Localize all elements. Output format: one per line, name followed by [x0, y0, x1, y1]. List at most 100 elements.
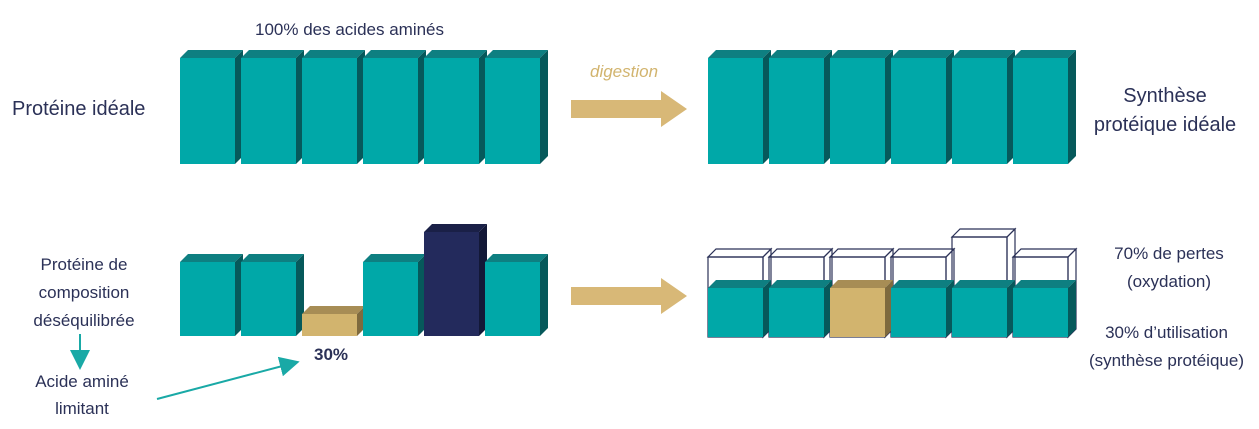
limiting-amino-acid-line2: limitant — [55, 399, 109, 418]
utilisation-block-6 — [1013, 280, 1076, 337]
ideal-protein-block-3-top — [302, 50, 365, 58]
digestion-arrow-top — [571, 91, 687, 127]
ideal-protein-block-4-front — [363, 58, 418, 164]
ideal-synthesis-block-1-front — [708, 58, 763, 164]
utilisation-block-6-front — [1013, 288, 1068, 337]
percent-label: 30% — [314, 345, 349, 364]
limiting-amino-acid-label: Acide aminé limitant — [12, 368, 152, 422]
unbalanced-block-3-top — [302, 306, 365, 314]
utilisation-label: 30% d’utilisation (synthèse protéique) — [1074, 319, 1259, 375]
ideal-protein-block-2 — [241, 50, 304, 164]
ideal-synthesis-block-6 — [1013, 50, 1076, 164]
ideal-protein-block-2-top — [241, 50, 304, 58]
unbalanced-protein-line3: déséquilibrée — [33, 311, 135, 330]
ideal-protein-block-6-top — [485, 50, 548, 58]
ideal-synthesis-block-2-top — [769, 50, 832, 58]
unbalanced-block-6 — [485, 254, 548, 336]
blocks-layer — [180, 50, 1078, 339]
ideal-synthesis-block-6-front — [1013, 58, 1068, 164]
loss-outline-block-2-top — [767, 248, 834, 258]
unbalanced-block-3 — [302, 306, 365, 336]
unbalanced-protein-label: Protéine de composition déséquilibrée — [14, 251, 154, 335]
ideal-synthesis-block-3-top — [830, 50, 893, 58]
unbalanced-block-1-front — [180, 262, 235, 336]
utilisation-block-1-front — [708, 288, 763, 337]
ideal-synthesis-block-4 — [891, 50, 954, 164]
ideal-protein-block-5-top — [424, 50, 487, 58]
ideal-protein-block-1 — [180, 50, 243, 164]
ideal-protein-block-6 — [485, 50, 548, 164]
digestion-label: digestion — [590, 62, 659, 81]
utilisation-block-4-top — [891, 280, 954, 288]
unbalanced-block-4 — [363, 254, 426, 336]
loss-outline-block-4-top — [889, 248, 956, 258]
ideal-synthesis-line2: protéique idéale — [1093, 114, 1237, 136]
ideal-synthesis-block-6-top — [1013, 50, 1076, 58]
utilisation-block-1-top — [708, 280, 771, 288]
utilisation-block-3 — [830, 280, 893, 337]
utilisation-block-4 — [891, 280, 954, 337]
loss-outline-block-6-top — [1011, 248, 1078, 258]
ideal-synthesis-block-4-front — [891, 58, 946, 164]
unbalanced-block-5-front — [424, 232, 479, 336]
utilisation-block-3-front — [830, 288, 885, 337]
losses-label: 70% de pertes (oxydation) — [1094, 240, 1244, 296]
ideal-synthesis-block-5-front — [952, 58, 1007, 164]
limiting-amino-acid-line1: Acide aminé — [35, 372, 129, 391]
ideal-protein-block-4 — [363, 50, 426, 164]
unbalanced-block-5 — [424, 224, 487, 336]
unbalanced-block-1 — [180, 254, 243, 336]
unbalanced-block-6-side — [540, 254, 548, 336]
ideal-protein-block-5 — [424, 50, 487, 164]
arrows-layer — [70, 91, 687, 400]
utilisation-block-5 — [952, 280, 1015, 337]
ideal-synthesis-block-3-front — [830, 58, 885, 164]
utilisation-block-3-top — [830, 280, 893, 288]
ideal-synthesis-block-4-top — [891, 50, 954, 58]
utilisation-block-6-top — [1013, 280, 1076, 288]
losses-line1: 70% de pertes — [1114, 244, 1224, 263]
utilisation-block-1 — [708, 280, 771, 337]
ideal-protein-block-3 — [302, 50, 365, 164]
pointer-arrow-to-limiting-block — [156, 356, 300, 400]
ideal-synthesis-block-2 — [769, 50, 832, 164]
utilisation-block-6-side — [1068, 280, 1076, 337]
unbalanced-protein-line1: Protéine de — [40, 255, 128, 274]
utilisation-line2: (synthèse protéique) — [1089, 351, 1244, 370]
ideal-protein-block-1-top — [180, 50, 243, 58]
unbalanced-block-6-front — [485, 262, 540, 336]
ideal-synthesis-block-2-front — [769, 58, 824, 164]
ideal-protein-block-5-front — [424, 58, 479, 164]
utilisation-block-2-top — [769, 280, 832, 288]
ideal-synthesis-label: Synthèse protéique idéale — [1080, 82, 1250, 140]
ideal-synthesis-block-1 — [708, 50, 771, 164]
ideal-protein-block-4-top — [363, 50, 426, 58]
losses-line2: (oxydation) — [1126, 272, 1212, 291]
ideal-synthesis-block-3 — [830, 50, 893, 164]
utilisation-block-2-front — [769, 288, 824, 337]
utilisation-block-5-top — [952, 280, 1015, 288]
digestion-arrow-bottom — [571, 278, 687, 314]
unbalanced-block-5-top — [424, 224, 487, 232]
ideal-synthesis-block-5-top — [952, 50, 1015, 58]
ideal-protein-block-6-side — [540, 50, 548, 164]
unbalanced-block-2 — [241, 254, 304, 336]
unbalanced-block-4-top — [363, 254, 426, 262]
ideal-protein-label: Protéine idéale — [12, 98, 146, 120]
loss-outline-block-3-top — [828, 248, 895, 258]
loss-outline-block-1-top — [706, 248, 773, 258]
ideal-protein-block-1-front — [180, 58, 235, 164]
ideal-synthesis-block-5 — [952, 50, 1015, 164]
ideal-synthesis-block-6-side — [1068, 50, 1076, 164]
unbalanced-block-2-front — [241, 262, 296, 336]
ideal-protein-block-6-front — [485, 58, 540, 164]
unbalanced-block-2-top — [241, 254, 304, 262]
utilisation-block-5-front — [952, 288, 1007, 337]
unbalanced-block-4-front — [363, 262, 418, 336]
utilisation-block-4-front — [891, 288, 946, 337]
ideal-synthesis-line1: Synthèse — [1123, 85, 1207, 107]
unbalanced-protein-line2: composition — [38, 283, 130, 302]
utilisation-line1: 30% d’utilisation — [1105, 323, 1228, 342]
unbalanced-block-3-front — [302, 314, 357, 336]
